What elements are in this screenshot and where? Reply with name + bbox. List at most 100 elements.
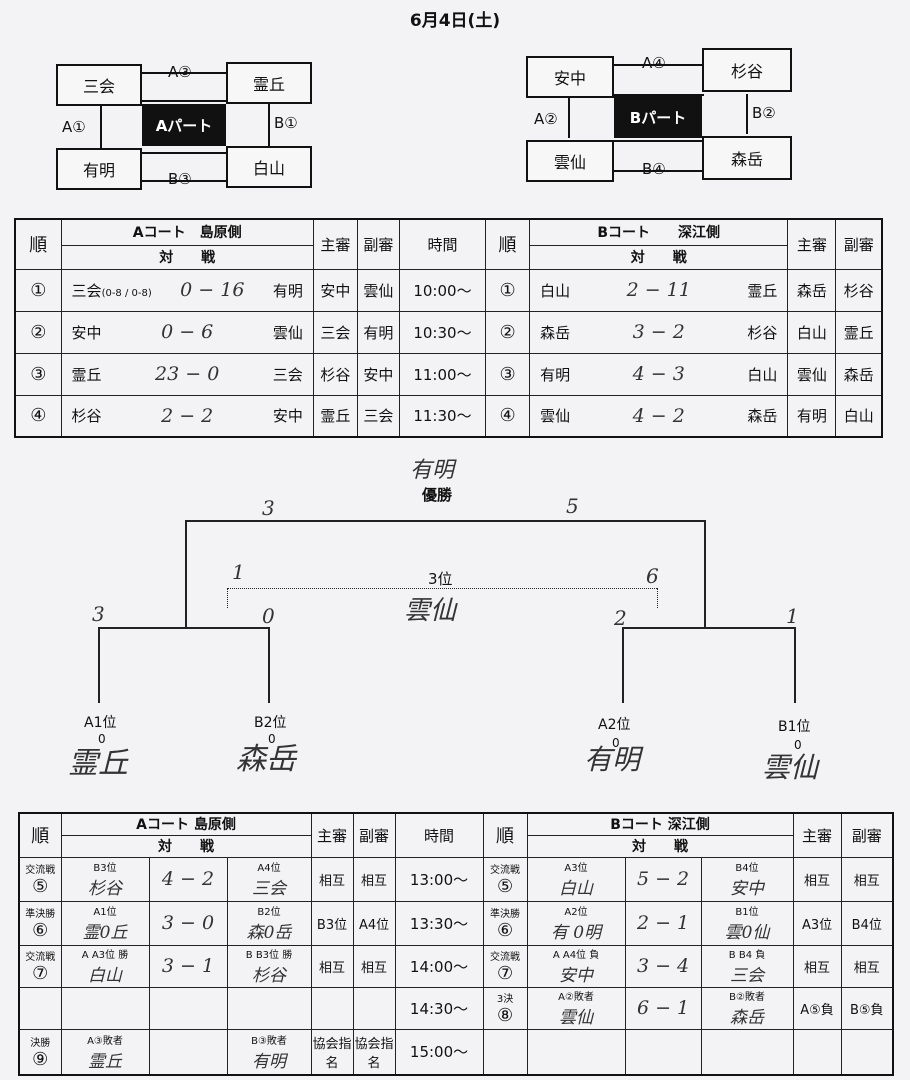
col-vs: 対 戦 [529,244,789,270]
seed-label: B2位 [254,715,287,731]
team-name: 有明 [252,1051,287,1072]
team-name: 白山 [559,879,594,899]
match-time: 14:00〜 [394,944,484,988]
team-cell: A4位三会 [226,856,312,902]
team-box: 有明 [56,148,142,190]
team-cell: B B4 負三会 [700,944,794,988]
sub-ref: 杉谷 [835,268,883,312]
team-source: B3位 [93,863,117,874]
game-number: ② [485,310,531,354]
a-court-title: Aコート 島原側 [60,218,314,246]
page-date: 6月4日(土) [409,11,501,31]
team-cell: A②敗者雲仙 [526,986,626,1030]
team-source: B③敗者 [251,1035,287,1047]
match-score: 3 − 4 [624,944,702,988]
game-kind: 交流戦 [25,865,56,876]
col-vs: 対 戦 [60,834,312,858]
team-cell: B2位森0岳 [226,900,312,946]
champion-label: 優勝 [422,486,453,504]
seed-team: 雲仙 [762,751,819,784]
match-score: 3 − 0 [148,900,228,946]
team-cell: B1位雲0仙 [700,900,794,946]
team-cell: A A4位 負安中 [526,944,626,988]
match-score: 2 − 2 [161,404,214,427]
col-time: 時間 [394,812,484,858]
team-box: 杉谷 [702,48,792,92]
game-kind: 3決 [496,994,514,1005]
semi-score: 1 [786,604,799,628]
game-no: ⑤ [496,876,514,897]
col-time: 時間 [398,218,487,270]
b-court-title: Bコート 深江側 [526,812,794,836]
game-number: ④ [14,394,62,438]
team-source: A A4位 負 [552,950,600,961]
team-source: A A3位 勝 [81,950,129,961]
game-label: B① [274,114,298,132]
afternoon-schedule-table: 順 Aコート 島原側 主審 副審 時間 順 Bコート 深江側 主審 副審 対 戦… [18,812,895,1076]
team-box: 三会 [56,64,142,106]
team-cell: B3位杉谷 [60,856,150,902]
col-vs: 対 戦 [526,834,794,858]
match-time: 11:00〜 [398,352,487,396]
team-cell: B②敗者森岳 [700,986,794,1030]
team-source: B2位 [257,907,281,918]
home-team: 有明 [540,365,571,384]
col-vs: 対 戦 [60,244,314,270]
game-number [18,986,62,1030]
team-cell: A3位白山 [526,856,626,902]
team-source: B B3位 勝 [245,950,293,961]
team-box: 森岳 [702,136,792,180]
match-score [148,1028,228,1076]
home-team: 森岳 [540,323,571,342]
semi-score: 3 [92,602,105,626]
game-kind: 交流戦 [490,865,521,876]
part-b-label: Bパート [614,96,702,138]
match-time: 13:30〜 [394,900,484,946]
main-ref: 森岳 [787,268,837,312]
team-name: 森0岳 [246,923,292,943]
col-main-ref: 主審 [792,812,842,858]
match-score: 23 − 0 [155,363,220,385]
team-source: A1位 [93,907,117,918]
sub-ref: 協会指名 [352,1028,396,1076]
match-score: 3 − 1 [148,944,228,988]
team-name: 雲0仙 [724,923,770,943]
team-cell: A③敗者霊丘 [60,1028,150,1076]
match-score: 4 − 2 [632,404,685,427]
main-ref: A⑤負 [792,986,842,1030]
third-place-label: 3位 [428,570,453,588]
team-cell: A1位霊0丘 [60,900,150,946]
team-cell: B4位安中 [700,856,794,902]
third-score-right: 6 [646,564,659,588]
main-ref [310,986,354,1030]
match-time: 14:30〜 [394,986,484,1030]
game-kind: 交流戦 [25,952,56,963]
game-number: ④ [485,394,531,438]
team-cell [226,986,312,1030]
seed-team: 霊丘 [68,746,128,781]
col-sub-ref: 副審 [835,218,883,270]
a-court-title: Aコート 島原側 [60,812,312,836]
game-label: A③ [168,63,192,81]
team-name: 有 0明 [550,923,602,943]
sub-ref: 霊丘 [835,310,883,354]
col-order: 順 [485,218,531,270]
main-ref [792,1028,842,1076]
team-cell: A2位有 0明 [526,900,626,946]
team-name: 雲仙 [559,1008,594,1028]
game-label: A④ [642,54,666,72]
team-box: 安中 [526,56,614,98]
game-label: A① [62,118,86,136]
team-source: A4位 [257,863,281,874]
sub-ref: A4位 [352,900,396,946]
sub-ref [840,1028,894,1076]
